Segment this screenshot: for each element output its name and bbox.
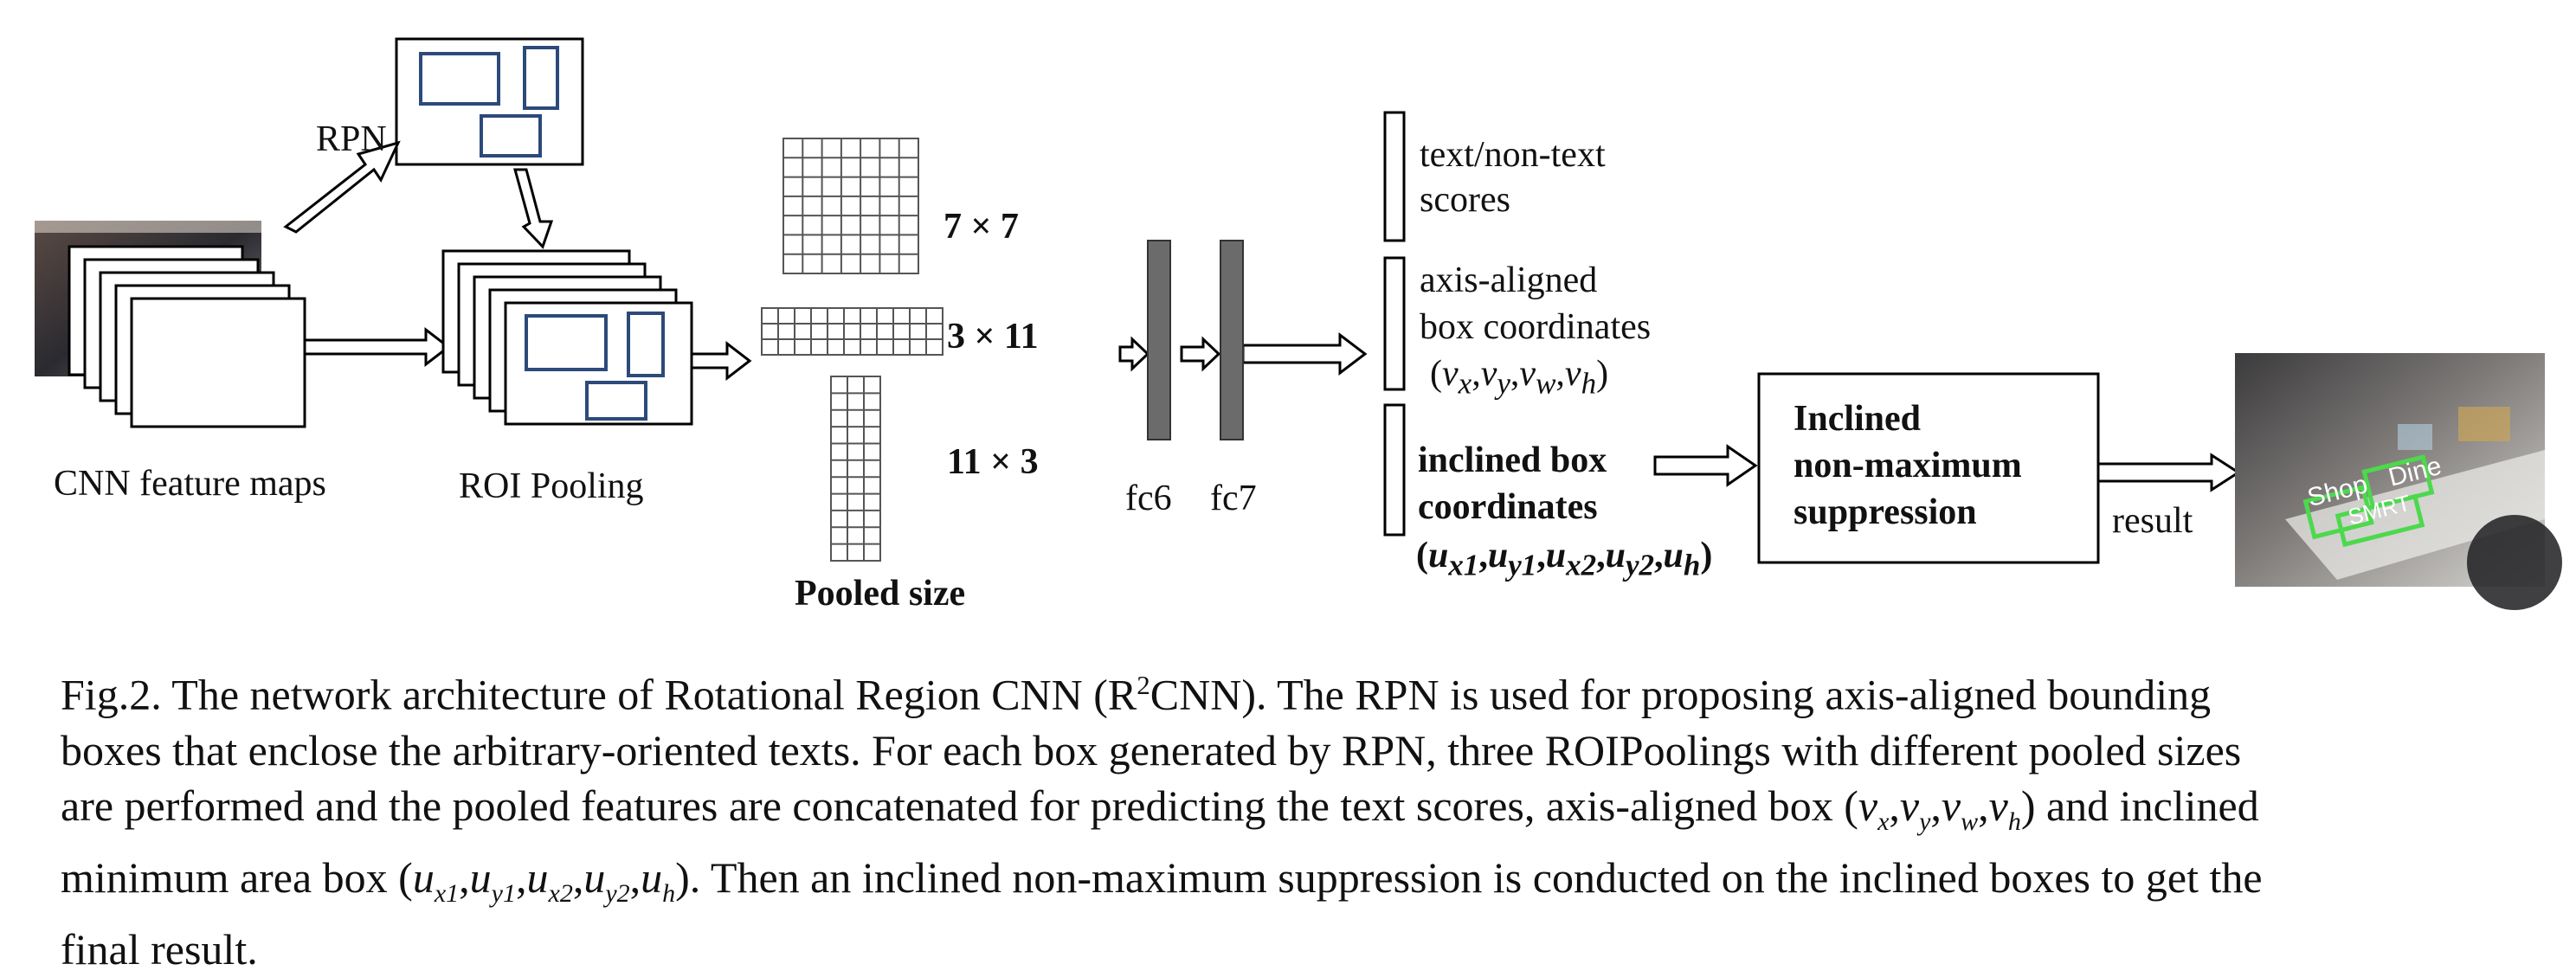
caption-line: Fig.2. The network architecture of Rotat… bbox=[61, 658, 2536, 723]
nms-label-line3: suppression bbox=[1794, 492, 1977, 532]
result-label: result bbox=[2112, 501, 2193, 541]
roi-pooling-label: ROI Pooling bbox=[459, 466, 644, 506]
flow-arrows bbox=[283, 140, 2241, 492]
caption-line: final result. bbox=[61, 924, 258, 974]
pooled-grid-3x11 bbox=[761, 307, 943, 356]
nms-box bbox=[1757, 372, 2100, 564]
fc6-label: fc6 bbox=[1125, 479, 1172, 518]
fc7-bar bbox=[1220, 240, 1244, 440]
cnn-feature-maps-label: CNN feature maps bbox=[54, 464, 326, 504]
pooled-size-11x3-label: 11 × 3 bbox=[947, 442, 1039, 482]
caption-line: are performed and the pooled features ar… bbox=[61, 781, 2259, 836]
roi-pooling-stack bbox=[441, 249, 693, 426]
pooled-grid-11x3 bbox=[830, 376, 881, 562]
inclined-label-line1: inclined box bbox=[1418, 440, 1607, 480]
caption-text: are performed and the pooled features ar… bbox=[61, 781, 1858, 830]
scores-label-line2: scores bbox=[1420, 180, 1510, 220]
scores-output-bar bbox=[1383, 111, 1406, 242]
caption-text: CNN). The RPN is used for proposing axis… bbox=[1150, 670, 2212, 719]
caption-line: minimum area box (ux1,uy1,ux2,uy2,uh). T… bbox=[61, 852, 2263, 908]
nms-label-line1: Inclined bbox=[1794, 399, 1922, 439]
figure-caption: Fig.2. The network architecture of Rotat… bbox=[61, 658, 2536, 977]
inclined-formula: (ux1,uy1,ux2,uy2,uh) bbox=[1416, 536, 1713, 582]
axis-aligned-label-line2: box coordinates bbox=[1420, 307, 1652, 347]
caption-text: minimum area box ( bbox=[61, 852, 413, 902]
pooled-size-3x11-label: 3 × 11 bbox=[947, 317, 1039, 357]
inclined-label-line2: coordinates bbox=[1418, 487, 1598, 527]
inclined-output-bar bbox=[1383, 403, 1406, 537]
axis-aligned-formula: (vx,vy,vw,vh) bbox=[1430, 354, 1609, 401]
scores-label-line1: text/non-text bbox=[1420, 135, 1606, 175]
axis-aligned-label-line1: axis-aligned bbox=[1420, 260, 1598, 300]
pooled-size-title: Pooled size bbox=[795, 574, 966, 614]
rpn-label: RPN bbox=[316, 119, 387, 159]
caption-text: ). Then an inclined non-maximum suppress… bbox=[675, 852, 2263, 902]
architecture-diagram bbox=[35, 37, 2562, 610]
cnn-feature-maps bbox=[35, 221, 306, 428]
result-image bbox=[2235, 353, 2562, 610]
pooled-size-7x7-label: 7 × 7 bbox=[943, 207, 1019, 247]
caption-text: ) and inclined bbox=[2020, 781, 2259, 830]
caption-text: Fig.2. The network architecture of Rotat… bbox=[61, 670, 1137, 719]
caption-superscript: 2 bbox=[1137, 670, 1150, 700]
caption-line: boxes that enclose the arbitrary-oriente… bbox=[61, 725, 2242, 775]
fc7-label: fc7 bbox=[1210, 479, 1257, 518]
nms-label-line2: non-maximum bbox=[1794, 446, 2022, 485]
fc6-bar bbox=[1147, 240, 1171, 440]
axis-aligned-output-bar bbox=[1383, 256, 1406, 391]
rpn-box bbox=[395, 37, 584, 166]
pooled-grid-7x7 bbox=[782, 138, 919, 274]
